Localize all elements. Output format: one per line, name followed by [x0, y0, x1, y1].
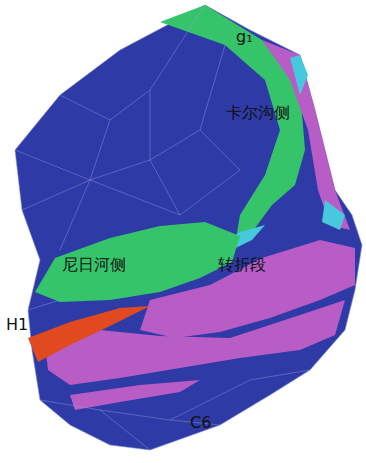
- section-label: 转折段: [218, 256, 266, 274]
- cyan-layer: [322, 200, 345, 230]
- side-label: 尼日河侧: [62, 256, 126, 274]
- formation-label: H1: [6, 316, 28, 334]
- magenta-layer: [70, 380, 200, 410]
- model-body: [15, 5, 362, 450]
- magenta-layer: [45, 300, 345, 385]
- red-layer: [28, 306, 150, 362]
- magenta-layer: [262, 40, 350, 230]
- mesh-lines: [15, 5, 310, 450]
- side-label: 卡尔沟侧: [226, 104, 290, 122]
- formation-label: g₁: [236, 28, 253, 46]
- cyan-layer: [290, 55, 308, 95]
- formation-label: C6: [190, 414, 211, 432]
